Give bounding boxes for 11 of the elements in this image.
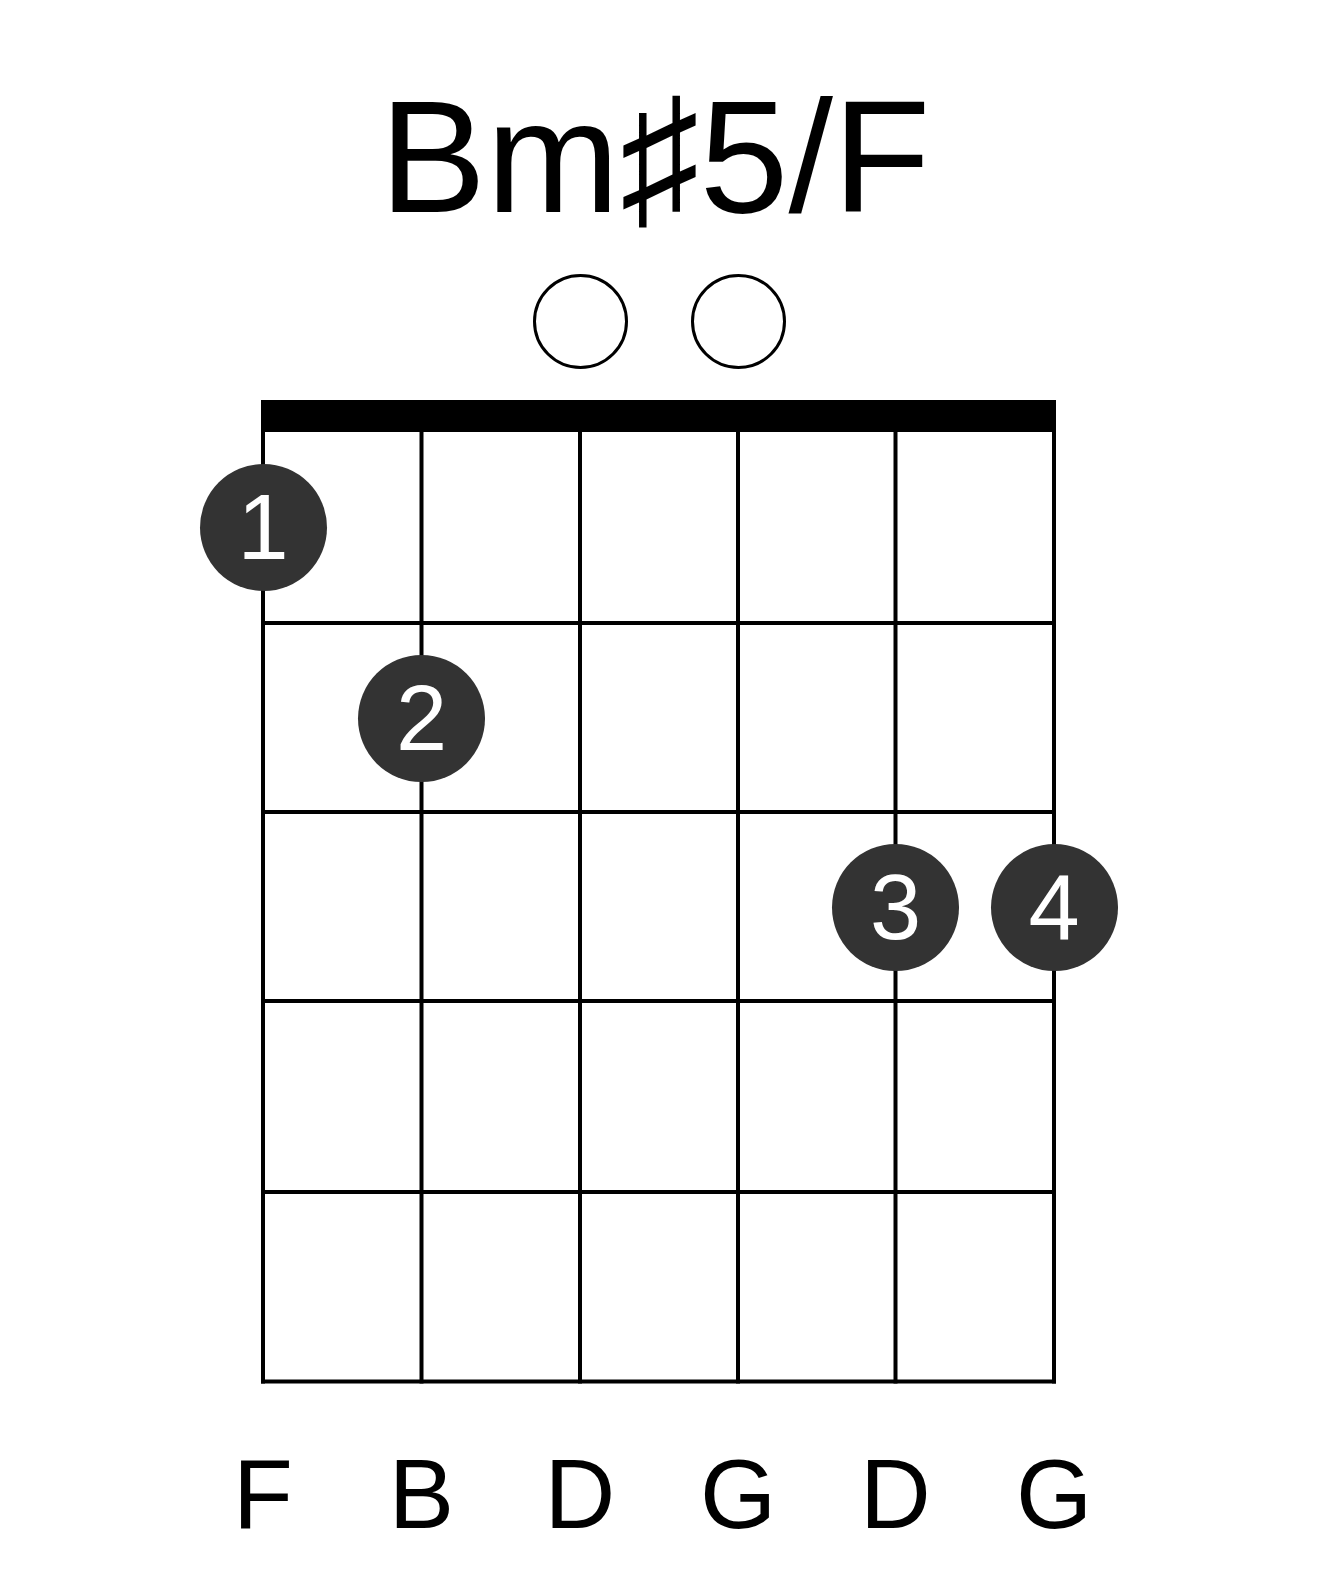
string-name: G bbox=[1015, 1445, 1093, 1543]
finger-dot: 2 bbox=[358, 654, 485, 782]
string-name: B bbox=[388, 1445, 455, 1543]
finger-dot: 4 bbox=[990, 843, 1118, 971]
finger-dot: 3 bbox=[832, 843, 959, 971]
string-name: G bbox=[699, 1445, 777, 1543]
string-name: D bbox=[860, 1445, 931, 1543]
string-name: D bbox=[544, 1445, 616, 1543]
string-name: F bbox=[233, 1445, 293, 1543]
finger-dot: 1 bbox=[199, 463, 327, 591]
chord-title: Bm♯5/F bbox=[379, 77, 931, 237]
